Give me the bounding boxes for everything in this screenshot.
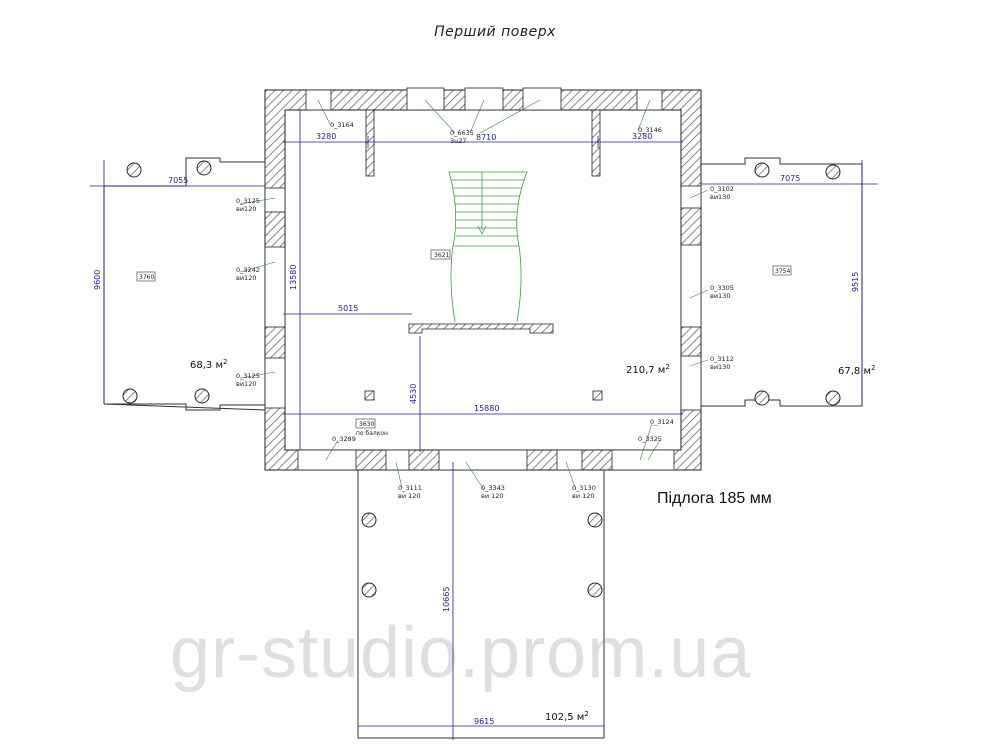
- window-tag: 0_3325: [638, 435, 662, 443]
- column: [592, 390, 603, 401]
- area-left-wing: 68,3 м2: [190, 358, 227, 371]
- column-circle: [361, 512, 377, 528]
- column-circle: [122, 388, 138, 404]
- page-title: Перший поверх: [434, 24, 556, 40]
- column-circle: [196, 160, 212, 176]
- window-opening: [522, 87, 562, 111]
- window-tag-sub: ви120: [236, 274, 256, 282]
- window-opening: [680, 244, 702, 328]
- main-interior: [284, 109, 682, 451]
- porch: [357, 470, 605, 739]
- window-tag-sub: 3u27: [450, 137, 467, 145]
- area-porch: 102,5 м2: [545, 710, 589, 723]
- window-opening: [385, 449, 410, 471]
- dim-inner-width: 5015: [338, 304, 358, 313]
- window-tag: 0_3124: [650, 418, 674, 426]
- dim-porch-depth: 10665: [442, 587, 451, 612]
- window-tag-sub: ви130: [710, 292, 730, 300]
- dim-inner-height: 4530: [409, 384, 418, 404]
- balcony-label: по балкон: [356, 430, 388, 437]
- window-opening: [305, 89, 332, 111]
- window-opening: [611, 449, 675, 471]
- column: [364, 390, 375, 401]
- window-opening: [406, 87, 445, 111]
- dim-main-width: 15880: [474, 404, 499, 413]
- window-tag: 0_3242: [236, 266, 260, 274]
- window-tag-sub: ви130: [710, 193, 730, 201]
- dim-top-left: 3280: [316, 132, 336, 141]
- dim-top-right: 3280: [632, 132, 652, 141]
- window-tag-sub: ви130: [710, 363, 730, 371]
- column-circle: [361, 582, 377, 598]
- window-tag-sub: ви 120: [481, 492, 504, 500]
- dim-right-wing-height: 9515: [851, 272, 860, 292]
- window-tag: 0_3125: [236, 372, 260, 380]
- column-circle: [587, 512, 603, 528]
- column-circle: [754, 162, 770, 178]
- window-tag-sub: ви 120: [572, 492, 595, 500]
- column-circle: [126, 162, 142, 178]
- window-tag-sub: ви 120: [398, 492, 421, 500]
- window-tag: 0_3289: [332, 435, 356, 443]
- area-main: 210,7 м2: [626, 363, 670, 376]
- window-tag-sub: ви120: [236, 380, 256, 388]
- window-opening: [680, 185, 702, 209]
- leader-lines: [239, 99, 709, 491]
- column-circle: [587, 582, 603, 598]
- dimension-lines: [90, 110, 878, 740]
- left-wing-label: 3760: [139, 274, 154, 281]
- window-opening: [438, 449, 528, 471]
- window-tag: 0_3146: [638, 126, 662, 134]
- right-wing-label: 3754: [775, 268, 790, 275]
- window-opening: [556, 449, 583, 471]
- window-opening: [264, 187, 286, 213]
- interior-partition: [365, 109, 375, 177]
- window-tag: 0_3130: [572, 484, 596, 492]
- stair-label: 3621: [434, 252, 449, 259]
- main-building: [264, 87, 702, 471]
- watermark: gr-studio.prom.ua: [170, 613, 752, 693]
- window-tag: 0_3305: [710, 284, 734, 292]
- dim-porch-width: 9615: [474, 717, 494, 726]
- floor-thickness-note: Підлога 185 мм: [657, 490, 772, 507]
- window-tag: 0_3343: [481, 484, 505, 492]
- window-tag: 0_3164: [330, 121, 354, 129]
- dim-top-center: 8710: [476, 133, 496, 142]
- dim-left-wing-width: 7055: [168, 176, 188, 185]
- dim-main-height: 13580: [289, 265, 298, 290]
- window-opening: [464, 87, 504, 111]
- window-opening: [264, 357, 286, 409]
- dim-left-wing-height: 9600: [93, 270, 102, 290]
- window-tag: 0_6635: [450, 129, 474, 137]
- window-tag: 0_3102: [710, 185, 734, 193]
- right-wing: [701, 157, 863, 407]
- window-opening: [264, 246, 286, 328]
- landing-beam: [408, 323, 554, 334]
- window-opening: [680, 355, 702, 411]
- column-circle: [825, 390, 841, 406]
- interior-partition: [591, 109, 601, 177]
- window-opening: [297, 449, 357, 471]
- dim-right-wing-width: 7075: [780, 174, 800, 183]
- window-opening: [636, 89, 663, 111]
- area-right-wing: 67,8 м2: [838, 364, 875, 377]
- column-circle: [194, 388, 210, 404]
- column-circle: [825, 164, 841, 180]
- window-tag: 0_3111: [398, 484, 422, 492]
- balcony-code: 3630: [359, 421, 374, 428]
- window-tag-sub: ви120: [236, 205, 256, 213]
- window-tag: 0_3125: [236, 197, 260, 205]
- window-tag: 0_3112: [710, 355, 734, 363]
- column-circle: [754, 390, 770, 406]
- staircase: [448, 171, 528, 323]
